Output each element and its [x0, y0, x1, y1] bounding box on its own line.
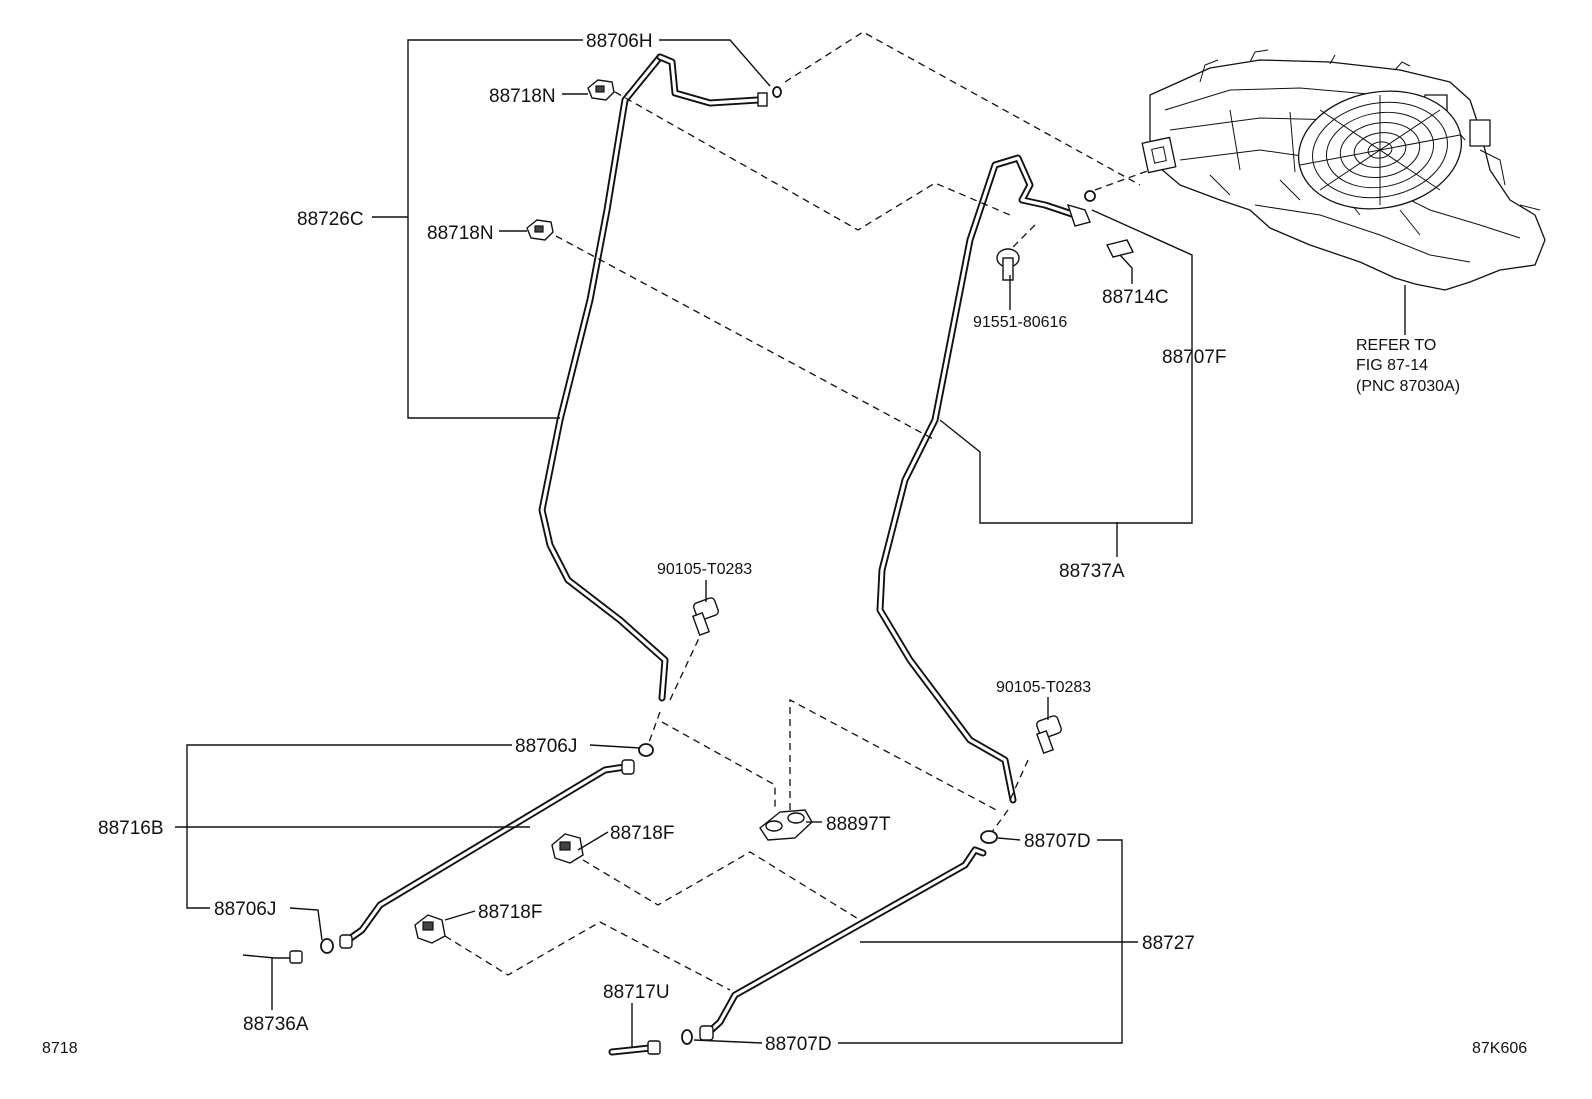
pipe-88707f — [876, 154, 1091, 804]
o-ring-88707f — [1084, 190, 1096, 202]
label-88714c: 88714C — [1102, 287, 1169, 308]
label-88706h: 88706H — [586, 31, 653, 52]
clamp-88718n-lower — [526, 219, 554, 241]
pipe-88727 — [699, 846, 987, 1041]
label-88718n-upper: 88718N — [489, 86, 556, 107]
label-88736a: 88736A — [243, 1014, 309, 1035]
pipe-88736a — [242, 950, 303, 964]
label-88897t: 88897T — [826, 814, 891, 835]
clamp-88718n-upper — [587, 79, 615, 101]
label-88718f-upper: 88718F — [610, 823, 674, 844]
footer-left-code: 8718 — [42, 1040, 78, 1057]
refer-line-1: REFER TO — [1356, 337, 1436, 354]
dashed-assembly-lines — [444, 31, 1151, 991]
label-88707f: 88707F — [1162, 347, 1226, 368]
o-ring-88707d-lower — [681, 1029, 693, 1045]
label-88727: 88727 — [1142, 933, 1195, 954]
label-88726c: 88726C — [297, 209, 364, 230]
label-88706j-upper: 88706J — [515, 736, 577, 757]
hvac-unit-drawing — [1141, 49, 1546, 335]
label-88717u: 88717U — [603, 982, 670, 1003]
pipe-88717u — [608, 1040, 661, 1056]
label-88718n-lower: 88718N — [427, 223, 494, 244]
refer-note: REFER TO FIG 87-14 (PNC 87030A) — [1356, 337, 1460, 395]
leader-lines — [175, 39, 1193, 1048]
clamp-88718f-lower — [414, 914, 446, 944]
clip-88714c — [1105, 239, 1135, 258]
o-ring-88706j-upper — [638, 743, 654, 757]
o-ring-top — [772, 86, 782, 98]
footer-right-code: 87K606 — [1472, 1040, 1527, 1057]
label-90105-t0283-upper: 90105-T0283 — [657, 561, 752, 578]
label-88716b: 88716B — [98, 818, 164, 839]
label-91551-80616: 91551-80616 — [973, 314, 1067, 331]
blower-fan-grille — [1297, 90, 1463, 210]
bolt-91551-80616 — [996, 248, 1020, 281]
label-88737a: 88737A — [1059, 561, 1125, 582]
o-ring-88706j-lower — [320, 938, 334, 954]
bolt-90105-lower — [1035, 715, 1062, 755]
pipe-88716b — [339, 759, 635, 949]
label-88706j-lower: 88706J — [214, 899, 276, 920]
label-88707d-upper: 88707D — [1024, 831, 1091, 852]
grommet-88897t — [759, 809, 813, 841]
label-88718f-lower: 88718F — [478, 902, 542, 923]
refer-line-3: (PNC 87030A) — [1356, 378, 1460, 395]
clamp-88718f-upper — [551, 833, 584, 864]
pipe-88726c — [538, 53, 669, 702]
refer-line-2: FIG 87-14 — [1356, 357, 1428, 374]
o-ring-88707d-upper — [980, 830, 998, 844]
label-90105-t0283-lower: 90105-T0283 — [996, 679, 1091, 696]
pipe-88706h — [656, 53, 768, 107]
bolt-90105-upper — [691, 597, 719, 637]
label-88707d-lower: 88707D — [765, 1034, 832, 1055]
